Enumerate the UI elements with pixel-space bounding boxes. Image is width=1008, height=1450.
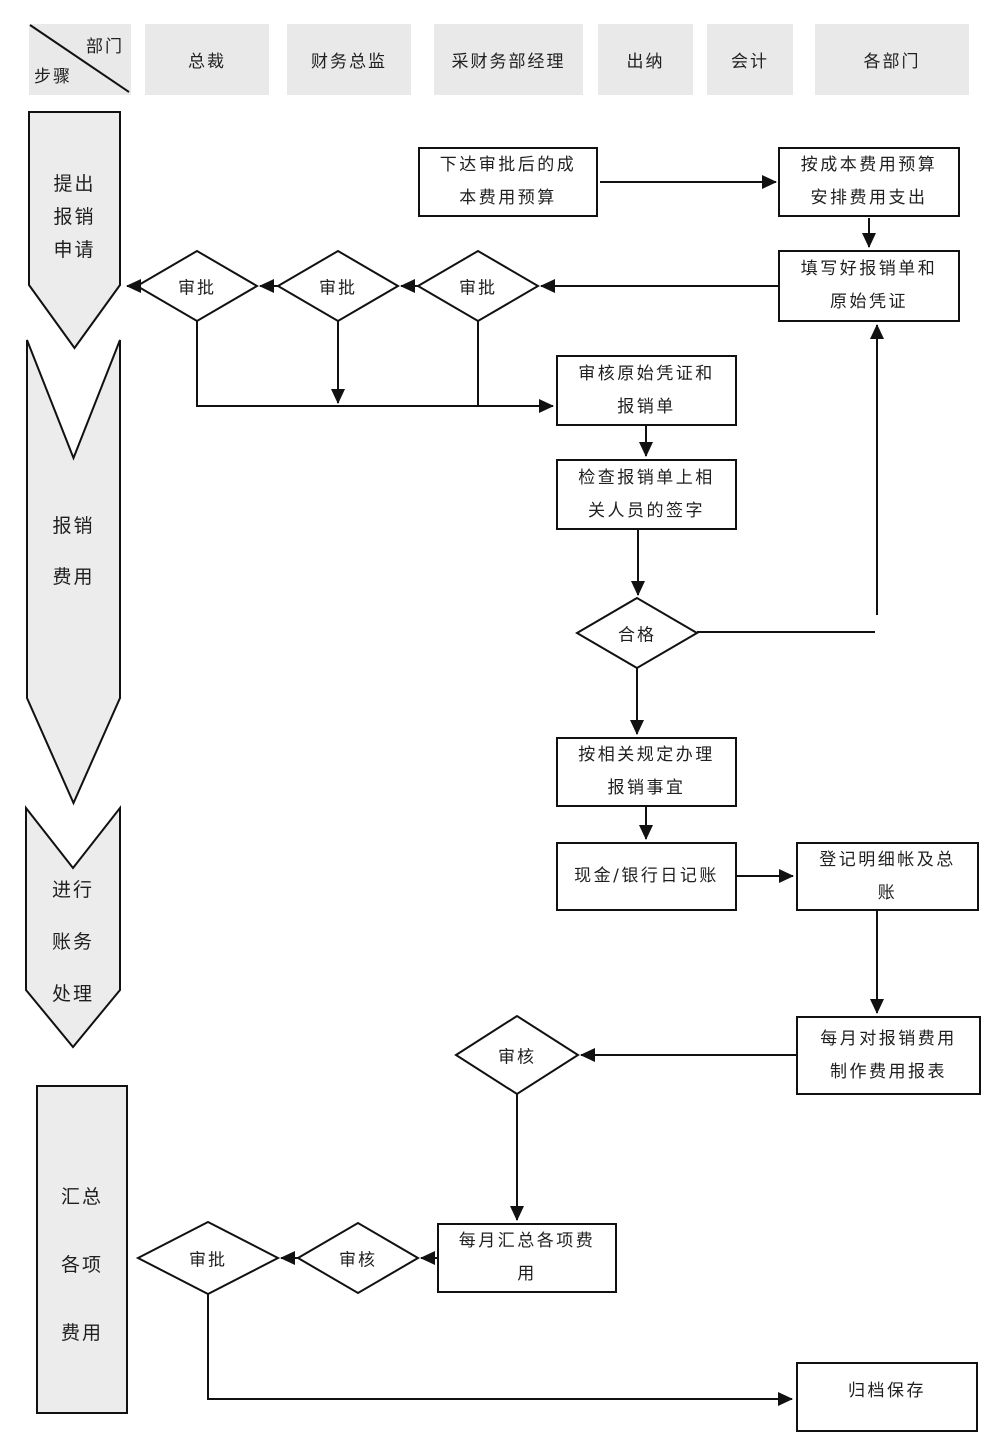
decision-approve-manager-label: 审批 [459,278,497,299]
node-monthly-summary: 每月汇总各项费 用 [437,1223,617,1293]
node-check-signatures: 检查报销单上相 关人员的签字 [556,459,737,530]
decision-review-report-label: 审核 [498,1047,536,1068]
node-handle-reimbursement: 按相关规定办理 报销事宜 [556,737,737,807]
node-archive: 归档保存 [796,1362,978,1432]
phase-label-apply: 提出 报销 申请 [53,173,96,261]
node-arrange-expense: 按成本费用预算 安排费用支出 [778,147,960,217]
header-cell-departments: 各部门 [815,24,969,95]
phase-label-reimburse: 报销 费用 [52,515,95,588]
header-cell-finance-director: 财务总监 [287,24,411,95]
node-ledger-posting: 登记明细帐及总 账 [796,842,979,911]
phase-label-accounting: 进行 账务 处理 [51,879,94,1005]
header-cell-cashier: 出纳 [598,24,693,95]
decision-qualified-label: 合格 [618,625,656,646]
node-fill-reimbursement-form: 填写好报销单和 原始凭证 [778,250,960,322]
decision-approve-final-label: 审批 [189,1250,227,1271]
header-cell-accountant: 会计 [707,24,793,95]
node-cash-bank-journal: 现金/银行日记账 [556,842,737,911]
decision-approve-director-label: 审批 [319,278,357,299]
decision-review-summary-label: 审核 [339,1250,377,1271]
header-cell-president: 总裁 [145,24,269,95]
node-review-vouchers: 审核原始凭证和 报销单 [556,355,737,426]
decision-approve-president-label: 审批 [178,278,216,299]
node-issue-approved-budget: 下达审批后的成 本费用预算 [418,147,598,217]
header-cell-finance-dept-manager: 采财务部经理 [434,24,583,95]
phase-label-summarize: 汇总 各项 费用 [60,1186,103,1344]
node-monthly-expense-report: 每月对报销费用 制作费用报表 [796,1016,981,1095]
